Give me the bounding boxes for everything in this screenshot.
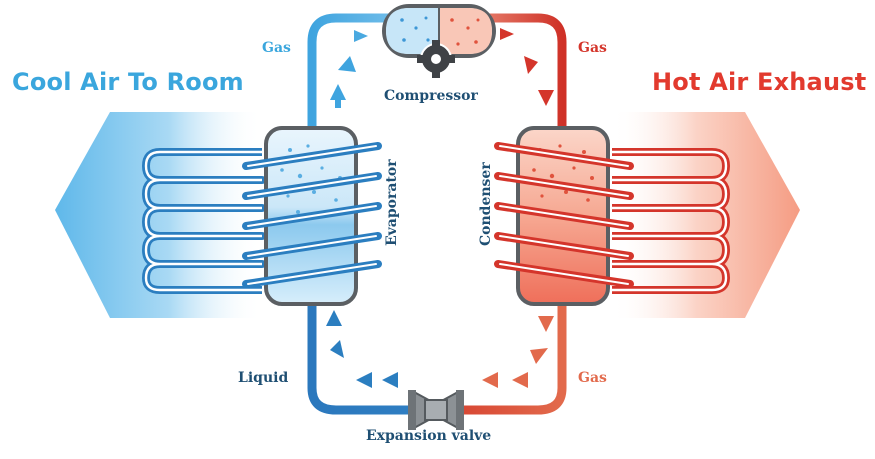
label-gas-top-left: Gas (262, 40, 291, 56)
arrow-down-icon (538, 316, 554, 332)
arrow-left-icon (482, 372, 498, 388)
cool-air-title: Cool Air To Room (12, 68, 244, 96)
compressor (382, 4, 496, 58)
arrow-right-icon (500, 28, 514, 40)
label-condenser: Condenser (478, 162, 494, 246)
arrow-up-right-icon (338, 56, 356, 72)
gear-icon (417, 40, 455, 78)
label-expansion-valve: Expansion valve (366, 428, 492, 444)
expansion-valve (408, 390, 464, 430)
arrow-left-icon (356, 372, 372, 388)
condenser-exhaust-coil-inner (612, 150, 728, 292)
arrow-down-left-icon (530, 348, 548, 364)
label-evaporator: Evaporator (384, 159, 400, 246)
label-gas-top-right: Gas (578, 40, 607, 56)
arrow-up-left-icon (330, 340, 344, 358)
arrow-left-icon (382, 372, 398, 388)
flow-arrow-icons (326, 28, 554, 388)
arrow-down-right-icon (524, 56, 538, 74)
loop-bottom-pipe (307, 300, 567, 415)
evaporator-room-coil-inner (144, 150, 262, 292)
condenser-spiral-coil (494, 142, 634, 288)
arrow-up-icon (326, 310, 342, 326)
label-compressor: Compressor (384, 88, 478, 104)
evaporator-spiral-coil (242, 142, 382, 288)
label-liquid: Liquid (238, 370, 289, 386)
arrow-left-icon (512, 372, 528, 388)
arrow-right-icon (354, 30, 368, 42)
arrow-up-icon (330, 84, 346, 108)
label-gas-bottom-right: Gas (578, 370, 607, 386)
arrow-down-icon (538, 90, 554, 106)
hot-air-title: Hot Air Exhaust (652, 68, 867, 96)
